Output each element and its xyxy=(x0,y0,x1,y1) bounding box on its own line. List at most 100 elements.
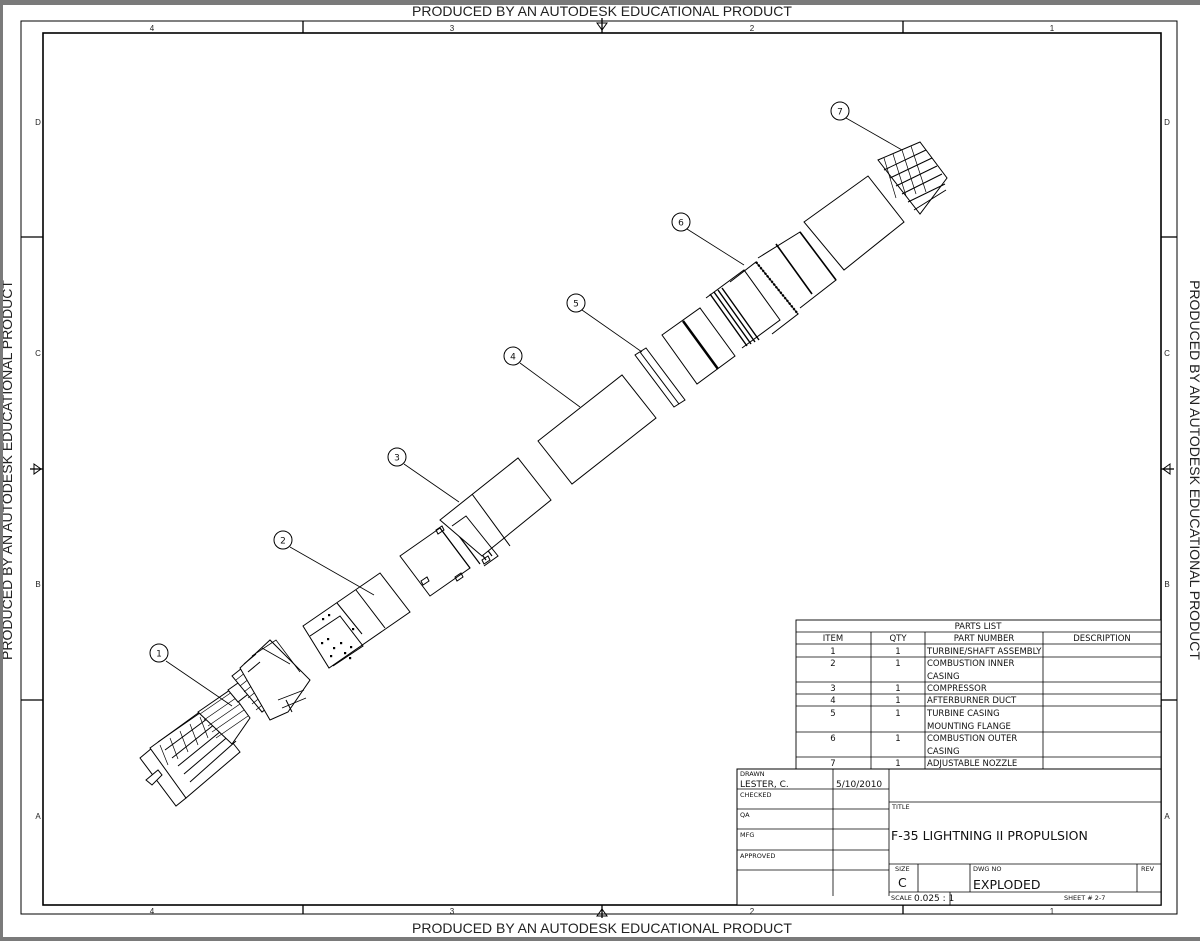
svg-text:TURBINE CASING: TURBINE CASING xyxy=(926,709,1000,719)
svg-text:5: 5 xyxy=(830,709,835,719)
svg-text:2: 2 xyxy=(280,537,286,547)
mfg-label: MFG xyxy=(740,831,754,839)
scale-value: 0.025 : 1 xyxy=(914,894,954,904)
zone-col-4-top: 4 xyxy=(150,24,155,33)
svg-text:6: 6 xyxy=(678,219,684,229)
dwg-no-value: EXPLODED xyxy=(973,877,1041,892)
balloon-1: 1 xyxy=(149,643,169,663)
part-afterburner-duct xyxy=(537,374,657,485)
balloon-2: 2 xyxy=(273,530,293,550)
drawn-label: DRAWN xyxy=(740,770,765,778)
balloon-5: 5 xyxy=(566,293,586,313)
watermark-top: PRODUCED BY AN AUTODESK EDUCATIONAL PROD… xyxy=(412,5,792,19)
svg-text:1: 1 xyxy=(895,659,900,669)
parts-row: 7 1 ADJUSTABLE NOZZLE xyxy=(830,759,1017,769)
svg-text:AFTERBURNER DUCT: AFTERBURNER DUCT xyxy=(927,696,1017,706)
svg-text:COMBUSTION INNER: COMBUSTION INNER xyxy=(927,659,1014,669)
exploded-engine xyxy=(139,141,948,807)
rev-label: REV xyxy=(1141,865,1155,873)
svg-text:4: 4 xyxy=(830,696,835,706)
zone-row-b-right: B xyxy=(1164,580,1169,589)
svg-text:1: 1 xyxy=(156,650,162,660)
parts-list-title: PARTS LIST xyxy=(955,622,1003,632)
size-label: SIZE xyxy=(895,865,910,873)
drawing-title: F-35 LIGHTNING II PROPULSION xyxy=(891,828,1088,843)
zone-col-3-top: 3 xyxy=(450,24,455,33)
parts-row: 4 1 AFTERBURNER DUCT xyxy=(830,696,1017,706)
zone-col-1-top: 1 xyxy=(1050,24,1055,33)
zone-labels: 4 3 2 1 4 3 2 1 D C B A D C B A xyxy=(35,24,1170,916)
drawing-sheet: PRODUCED BY AN AUTODESK EDUCATIONAL PROD… xyxy=(0,3,1200,937)
parts-list-header-part-number: PART NUMBER xyxy=(954,634,1015,644)
parts-row: 5 1 TURBINE CASING MOUNTING FLANGE xyxy=(830,709,1011,732)
zone-row-a-left: A xyxy=(35,812,41,821)
svg-text:TURBINE/SHAFT ASSEMBLY: TURBINE/SHAFT ASSEMBLY xyxy=(926,647,1042,657)
zone-col-4-bottom: 4 xyxy=(150,907,155,916)
parts-row: 6 1 COMBUSTION OUTER CASING xyxy=(830,734,1017,757)
svg-text:CASING: CASING xyxy=(927,747,960,757)
zone-row-c-left: C xyxy=(35,349,41,358)
qa-label: QA xyxy=(740,811,750,819)
parts-row: 3 1 COMPRESSOR xyxy=(830,684,987,694)
part-balloons: 1 2 3 4 5 6 7 xyxy=(149,101,850,663)
centering-arrows xyxy=(33,22,1171,917)
svg-text:6: 6 xyxy=(830,734,835,744)
parts-row: 2 1 COMBUSTION INNER CASING xyxy=(830,659,1014,682)
svg-text:4: 4 xyxy=(510,353,516,363)
parts-list-header-item: ITEM xyxy=(823,634,843,644)
part-combustion-inner-casing xyxy=(302,572,411,669)
title-block: DRAWN LESTER, C. 5/10/2010 CHECKED QA MF… xyxy=(736,768,1162,906)
parts-list-header-description: DESCRIPTION xyxy=(1073,634,1131,644)
zone-row-d-right: D xyxy=(1164,118,1170,127)
svg-text:1: 1 xyxy=(895,734,900,744)
scale-label: SCALE xyxy=(891,894,912,902)
svg-text:ADJUSTABLE NOZZLE: ADJUSTABLE NOZZLE xyxy=(927,759,1017,769)
size-value: C xyxy=(898,875,907,890)
watermark-bottom: PRODUCED BY AN AUTODESK EDUCATIONAL PROD… xyxy=(412,920,792,936)
svg-text:3: 3 xyxy=(394,454,400,464)
svg-text:1: 1 xyxy=(895,647,900,657)
drawn-date: 5/10/2010 xyxy=(836,780,882,790)
zone-row-c-right: C xyxy=(1164,349,1170,358)
svg-text:CASING: CASING xyxy=(927,672,960,682)
svg-text:1: 1 xyxy=(895,709,900,719)
zone-col-1-bottom: 1 xyxy=(1050,907,1055,916)
svg-text:5: 5 xyxy=(573,300,579,310)
part-turbine-casing-flange xyxy=(634,347,686,408)
part-adjustable-nozzle xyxy=(877,141,948,215)
drawing-canvas: PRODUCED BY AN AUTODESK EDUCATIONAL PROD… xyxy=(0,3,1200,936)
balloon-7: 7 xyxy=(830,101,850,121)
zone-row-a-right: A xyxy=(1164,812,1170,821)
watermark-right: PRODUCED BY AN AUTODESK EDUCATIONAL PROD… xyxy=(1187,280,1200,660)
sheet-number: SHEET # 2-7 xyxy=(1064,894,1105,902)
svg-text:COMBUSTION OUTER: COMBUSTION OUTER xyxy=(927,734,1017,744)
leader-lines xyxy=(165,117,903,707)
part-combustion-outer-casing xyxy=(661,175,905,385)
part-compressor xyxy=(399,457,552,597)
svg-text:MOUNTING FLANGE: MOUNTING FLANGE xyxy=(927,722,1011,732)
zone-row-b-left: B xyxy=(35,580,40,589)
svg-text:3: 3 xyxy=(830,684,835,694)
dwg-no-label: DWG NO xyxy=(973,865,1002,873)
balloon-6: 6 xyxy=(671,212,691,232)
svg-text:7: 7 xyxy=(837,108,843,118)
svg-text:1: 1 xyxy=(895,759,900,769)
balloon-3: 3 xyxy=(387,447,407,467)
checked-label: CHECKED xyxy=(740,791,771,799)
watermark-left: PRODUCED BY AN AUTODESK EDUCATIONAL PROD… xyxy=(3,280,15,660)
svg-text:7: 7 xyxy=(830,759,835,769)
zone-col-3-bottom: 3 xyxy=(450,907,455,916)
approved-label: APPROVED xyxy=(740,852,775,860)
svg-text:COMPRESSOR: COMPRESSOR xyxy=(927,684,987,694)
parts-list-header-qty: QTY xyxy=(889,634,907,644)
part-turbine-shaft-assembly xyxy=(139,639,311,807)
svg-text:1: 1 xyxy=(830,647,835,657)
svg-text:1: 1 xyxy=(895,696,900,706)
parts-row: 1 1 TURBINE/SHAFT ASSEMBLY xyxy=(830,647,1042,657)
parts-list: PARTS LIST ITEM QTY PART NUMBER DESCRIPT… xyxy=(795,619,1162,770)
zone-col-2-top: 2 xyxy=(750,24,755,33)
zone-row-d-left: D xyxy=(35,118,41,127)
title-label: TITLE xyxy=(891,803,910,811)
drawn-by: LESTER, C. xyxy=(740,780,789,790)
svg-text:1: 1 xyxy=(895,684,900,694)
